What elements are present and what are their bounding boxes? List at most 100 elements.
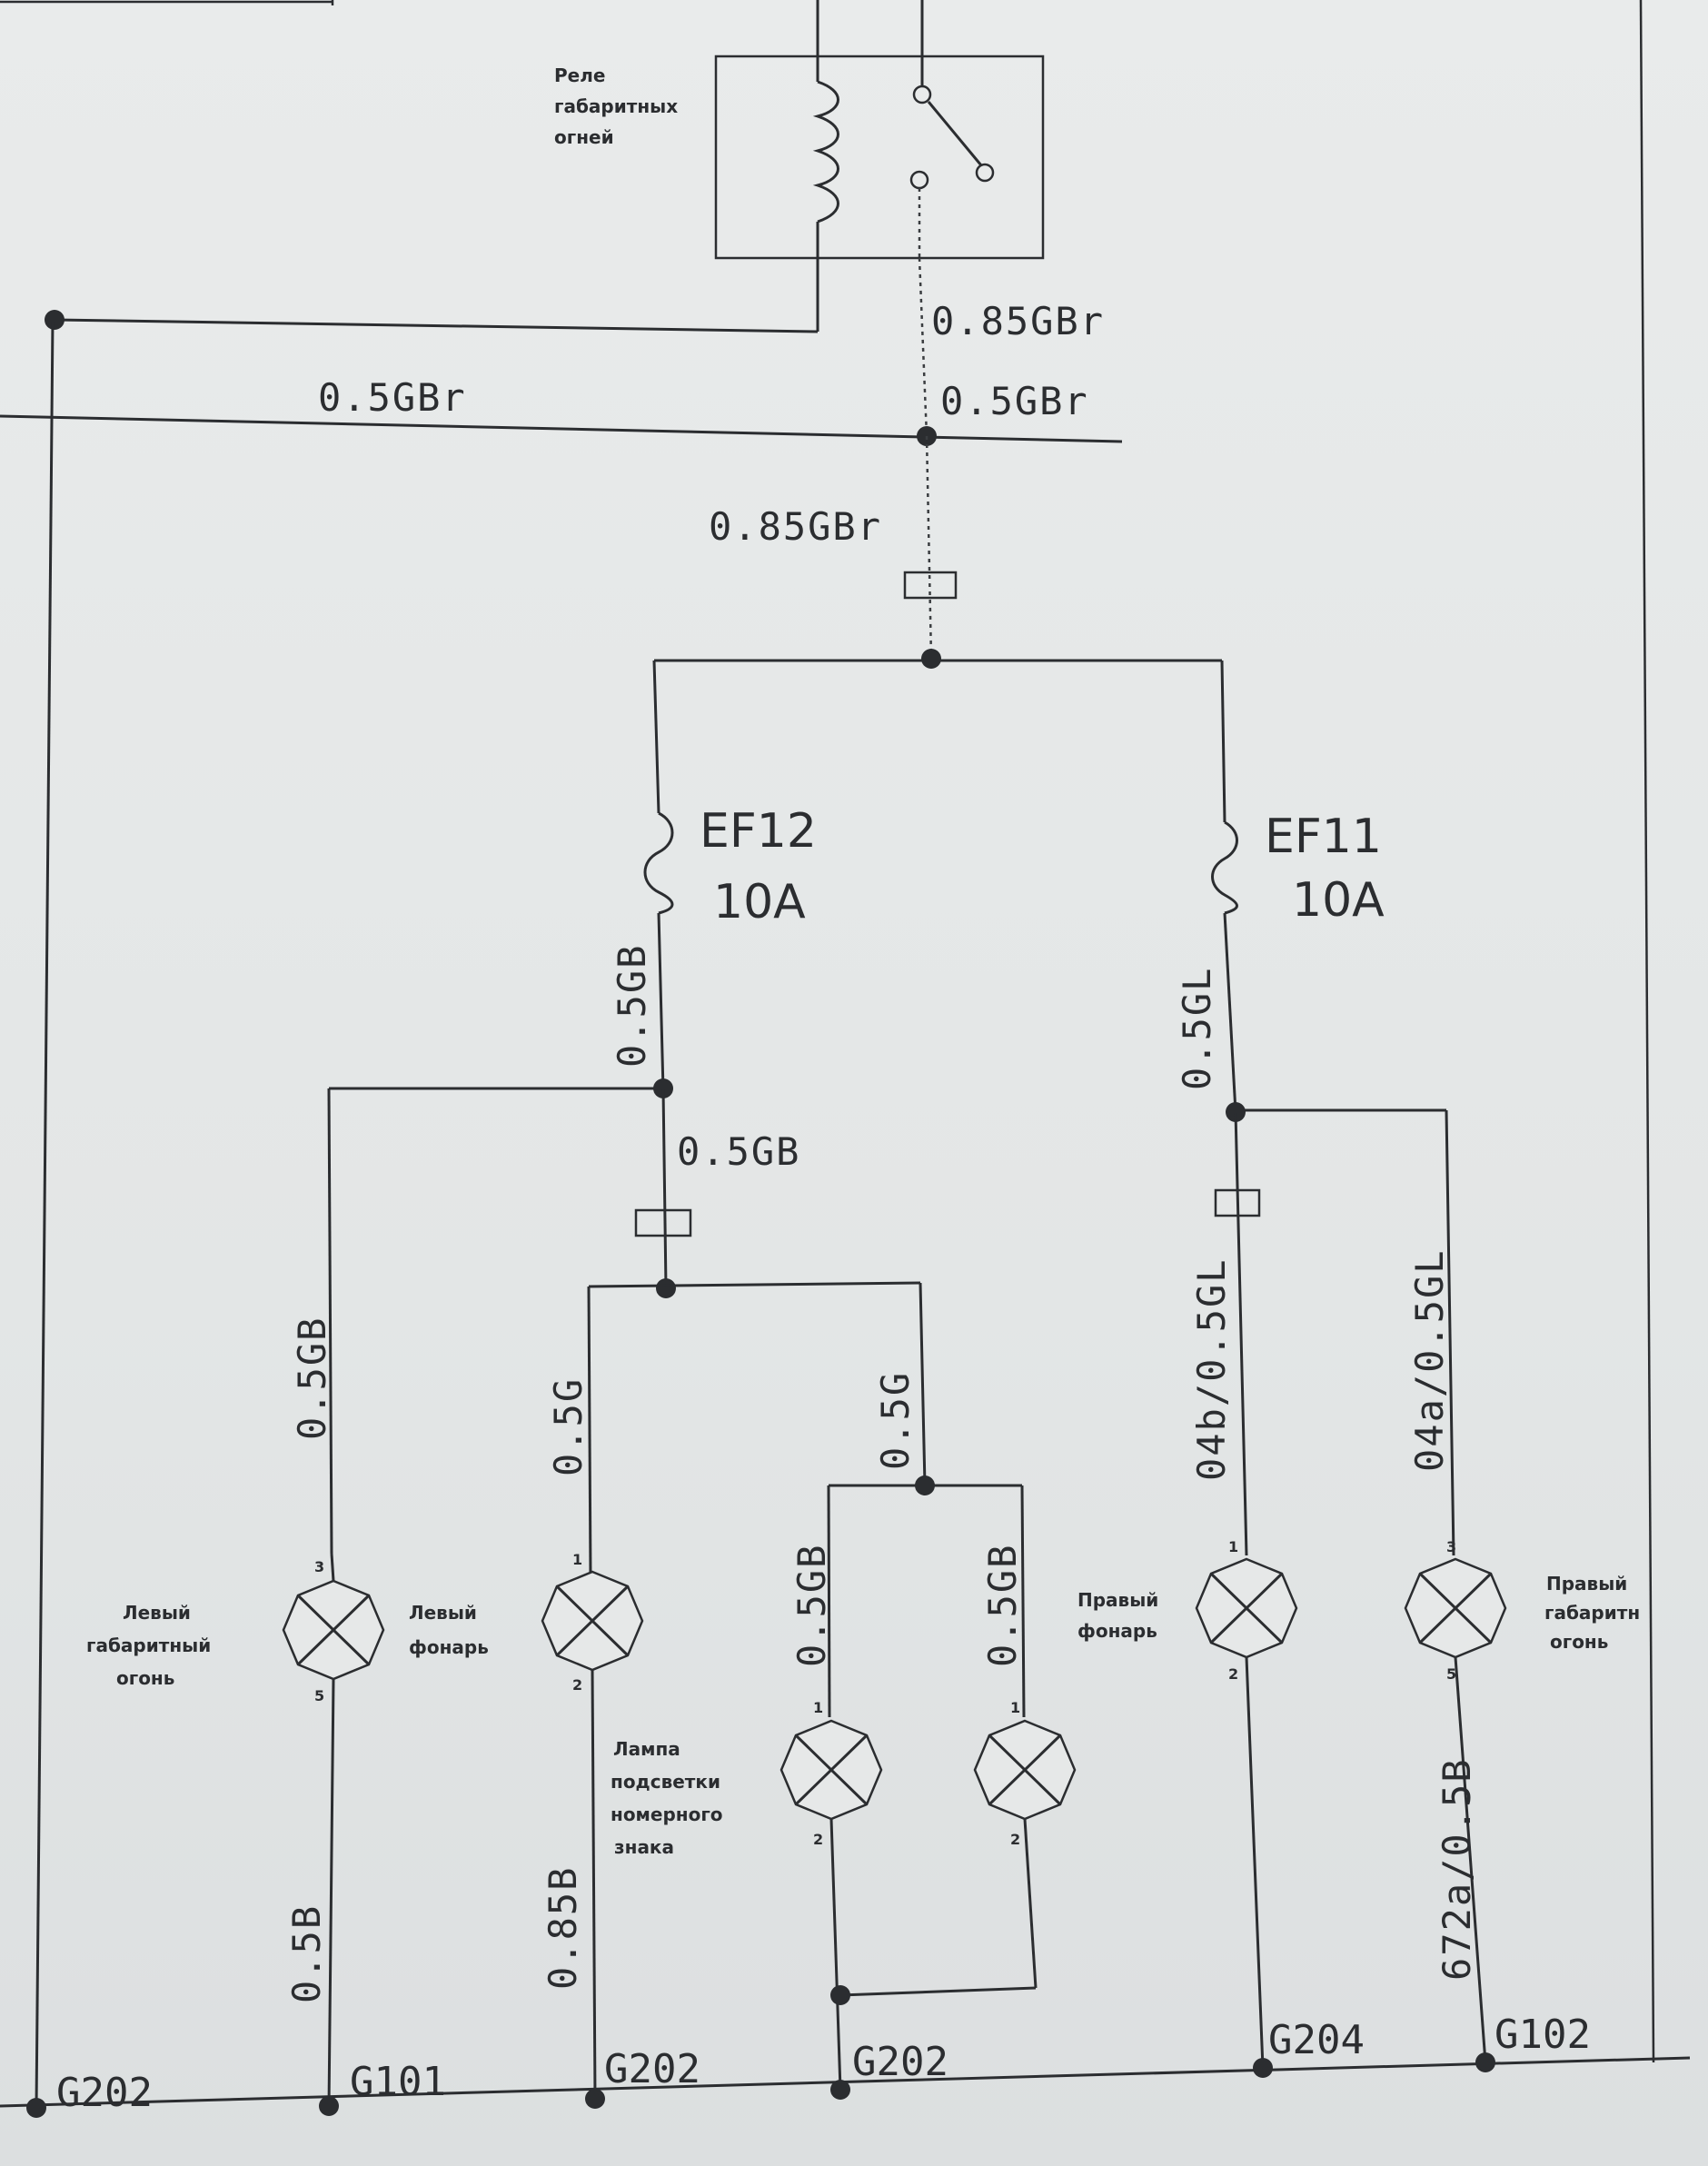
wire-left-side-vertical xyxy=(327,1088,333,1555)
ground-point-g102 xyxy=(1475,2052,1495,2072)
ground-point-g204 xyxy=(1253,2058,1273,2078)
lamp-right-tail xyxy=(1195,1557,1298,1659)
wire-label-05g-plate: 0.5G xyxy=(873,1371,918,1470)
ground-label-g102: G102 xyxy=(1494,2012,1591,2058)
wire-plate2-down xyxy=(1023,1818,1038,1989)
fuse-ef12-name: EF12 xyxy=(700,804,817,859)
lamp-left-side xyxy=(282,1579,385,1681)
pin-left-side-bottom: 5 xyxy=(314,1687,324,1704)
label-right-side-2: габаритн xyxy=(1544,1602,1640,1624)
lamp-plate-2 xyxy=(973,1719,1077,1821)
wire-label-04b: 04b/0.5GL xyxy=(1189,1257,1234,1481)
pin-right-tail-bottom: 2 xyxy=(1228,1665,1238,1683)
fuse-ef11-rating: 10A xyxy=(1292,873,1385,928)
label-plate-3: номерного xyxy=(611,1803,723,1825)
connector-right xyxy=(1214,1188,1261,1217)
lamp-right-side xyxy=(1404,1557,1507,1659)
fuse-ef11-name: EF11 xyxy=(1265,810,1382,864)
ground-point-g202-c xyxy=(830,2080,850,2100)
junction-left-top xyxy=(45,310,65,330)
wire-plate-down xyxy=(919,1282,927,1486)
junction-center xyxy=(656,1278,676,1298)
connector-center xyxy=(634,1208,692,1237)
pin-plate1-bottom: 2 xyxy=(813,1831,823,1848)
wire-label-672a: 672a/0.5B xyxy=(1435,1757,1479,1981)
label-plate-2: подсветки xyxy=(611,1771,720,1793)
relay-contact-arm xyxy=(927,101,983,166)
ground-point-g202-a xyxy=(26,2098,46,2118)
wire-label-05g-tail: 0.5G xyxy=(546,1377,591,1476)
wire-ef12-out xyxy=(657,912,665,1091)
pin-left-tail-bottom: 2 xyxy=(572,1676,582,1694)
page-border-right xyxy=(1639,0,1655,2063)
relay-coil xyxy=(812,80,839,224)
wire-relay-out xyxy=(918,257,928,437)
wire-label-05gb-plate2: 0.5GB xyxy=(980,1544,1025,1667)
relay-label-1: Реле xyxy=(554,65,605,86)
lamp-plate-1 xyxy=(780,1719,883,1821)
wire-label-05gb-center: 0.5GB xyxy=(677,1129,800,1174)
junction-split xyxy=(921,649,941,669)
relay-label-2: габаритных xyxy=(554,95,678,117)
wire-center-down xyxy=(661,1088,668,1289)
wire-right-side-vertical xyxy=(1445,1109,1455,1556)
wire-tail-horizontal xyxy=(588,1281,921,1288)
ground-label-g101: G101 xyxy=(350,2059,446,2105)
wire-left-side-pin xyxy=(330,1553,335,1582)
fuse-ef12-symbol xyxy=(643,811,674,915)
wire-label-04a: 04a/0.5GL xyxy=(1407,1248,1452,1472)
ground-point-g101 xyxy=(319,2096,339,2116)
connector-top xyxy=(903,571,958,600)
label-left-side-3: огонь xyxy=(116,1667,174,1689)
ground-label-g202-a: G202 xyxy=(56,2070,153,2116)
wire-to-ef12 xyxy=(652,660,660,814)
relay-contact-a xyxy=(912,84,932,104)
wire-plate1-ground xyxy=(829,1818,842,2091)
wire-right-side-ground xyxy=(1454,1656,1487,2063)
wire-to-connector xyxy=(925,435,933,660)
wire-label-05gb-plate1: 0.5GB xyxy=(789,1544,834,1667)
ground-point-g202-b xyxy=(585,2089,605,2109)
wire-label-05gbr-right: 0.5GBr xyxy=(940,379,1089,423)
label-left-tail-2: фонарь xyxy=(409,1636,489,1658)
wire-left-tail-ground xyxy=(591,1669,597,2100)
wire-left-vertical xyxy=(35,319,55,2109)
wire-ef11-out xyxy=(1223,912,1237,1113)
wire-label-05b: 0.5B xyxy=(284,1904,329,2003)
pin-plate1-top: 1 xyxy=(813,1699,823,1716)
wire-plate-ground-bar xyxy=(839,1986,1037,1997)
label-left-tail-1: Левый xyxy=(409,1602,477,1624)
label-plate-4: знака xyxy=(614,1836,674,1858)
wire-label-05gb-ef12: 0.5GB xyxy=(610,944,654,1068)
label-right-side-1: Правый xyxy=(1546,1573,1627,1595)
pin-plate2-bottom: 2 xyxy=(1010,1831,1020,1848)
relay-contact-b xyxy=(975,163,995,183)
relay-box xyxy=(714,55,1045,260)
wire-label-085b: 0.85B xyxy=(541,1866,585,1990)
pin-plate2-top: 1 xyxy=(1010,1699,1020,1716)
ground-label-g202-c: G202 xyxy=(852,2039,948,2085)
label-right-tail-1: Правый xyxy=(1077,1589,1158,1611)
pin-right-side-bottom: 5 xyxy=(1446,1665,1456,1683)
ground-label-g202-b: G202 xyxy=(604,2046,700,2092)
wire-label-085gbr-mid: 0.85GBr xyxy=(709,504,882,549)
pin-right-tail-top: 1 xyxy=(1228,1538,1238,1555)
wire-label-085gbr-top: 0.85GBr xyxy=(931,299,1105,343)
pin-left-side-top: 3 xyxy=(314,1558,324,1575)
wire-label-05gbr-left: 0.5GBr xyxy=(318,375,467,420)
wire-right-tail-ground xyxy=(1245,1656,1265,2069)
pin-left-tail-top: 1 xyxy=(572,1551,582,1568)
label-right-side-3: огонь xyxy=(1550,1631,1608,1653)
wire-to-ef11 xyxy=(1220,660,1226,823)
label-plate-1: Лампа xyxy=(613,1738,680,1760)
ground-label-g204: G204 xyxy=(1268,2017,1365,2063)
label-left-side-1: Левый xyxy=(123,1602,191,1624)
fuse-ef12-rating: 10A xyxy=(713,875,806,929)
pin-right-side-top: 3 xyxy=(1446,1538,1456,1555)
wire-left-tail-vertical xyxy=(587,1286,592,1578)
relay-contact-c xyxy=(909,170,929,190)
lamp-left-tail xyxy=(541,1570,644,1672)
wire-left-side-ground xyxy=(327,1678,335,2109)
fuse-ef11-symbol xyxy=(1211,820,1238,915)
